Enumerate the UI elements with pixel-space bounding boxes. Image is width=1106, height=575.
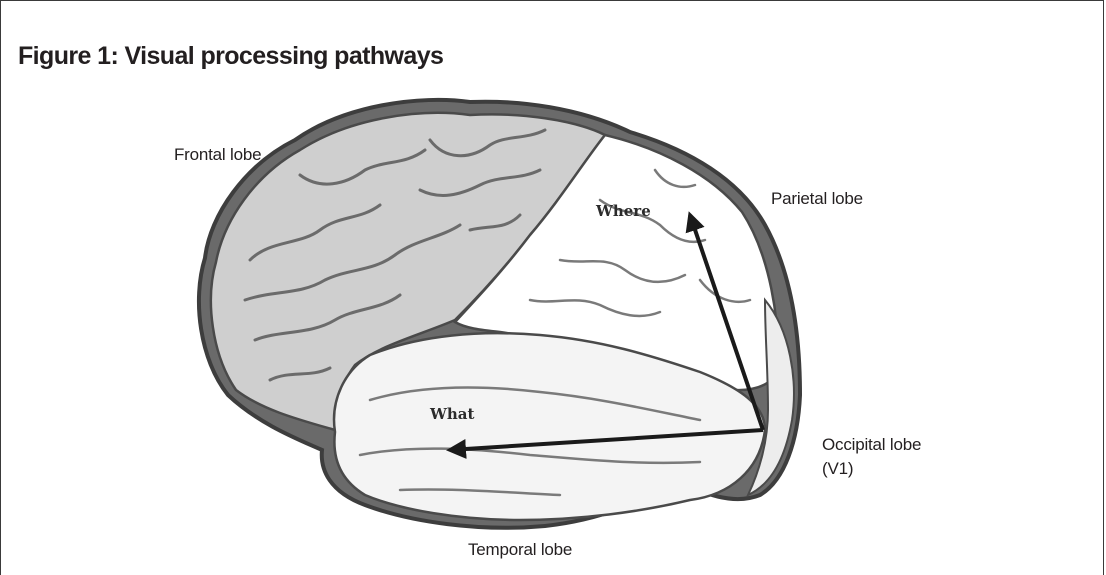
occipital-lobe-label-line1: Occipital lobe [822, 433, 921, 457]
where-pathway-label: Where [596, 202, 651, 220]
temporal-lobe-label: Temporal lobe [468, 538, 572, 562]
frontal-lobe-label: Frontal lobe [174, 143, 261, 167]
what-pathway-label: What [430, 405, 474, 423]
occipital-lobe-label: Occipital lobe (V1) [822, 433, 921, 481]
occipital-lobe-label-line2: (V1) [822, 457, 921, 481]
parietal-lobe-label: Parietal lobe [771, 187, 863, 211]
